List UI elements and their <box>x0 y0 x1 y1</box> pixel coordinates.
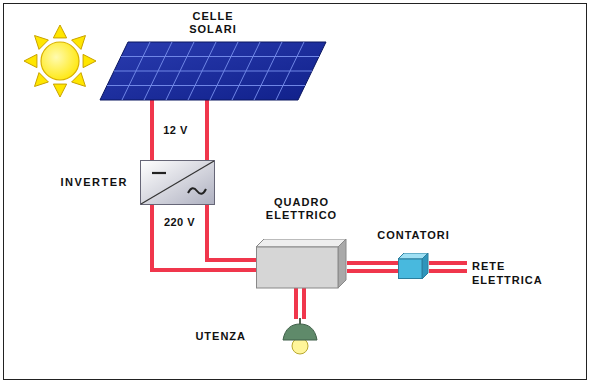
component-label: QUADRO ELETTRICO <box>266 196 337 224</box>
ac-symbol <box>188 188 206 194</box>
wire-conductor <box>152 205 256 270</box>
component-label: CONTATORI <box>377 229 450 243</box>
wire-conductor <box>150 100 154 160</box>
voltage-label: 220 V <box>162 216 197 228</box>
wire-conductor <box>347 269 398 273</box>
cell-line <box>107 85 305 86</box>
solar-panel <box>100 42 326 100</box>
sun-ray <box>24 54 37 67</box>
cell-line <box>114 71 312 72</box>
component-label: UTENZA <box>195 330 246 344</box>
divider-line <box>141 161 214 204</box>
wire-conductor <box>207 205 256 260</box>
component-shape <box>98 41 328 101</box>
inverter-node: INVERTER <box>60 160 215 205</box>
component-shape <box>140 160 215 205</box>
component-label: CELLE SOLARI <box>189 10 237 38</box>
inverter-box <box>141 161 215 205</box>
wire-conductor <box>294 288 298 319</box>
frame <box>4 4 587 380</box>
panel-board-node: QUADRO ELETTRICO <box>256 196 347 290</box>
component-shape <box>256 239 347 289</box>
voltage-label: 12 V <box>161 124 190 136</box>
box-side <box>338 239 346 288</box>
power-wire <box>296 288 304 319</box>
wire-conductor <box>302 288 306 319</box>
lamp-shade <box>283 324 317 340</box>
wire-conductor <box>205 100 209 160</box>
cell-line <box>121 56 319 57</box>
solar-panel-node: CELLE SOLARI <box>98 10 328 102</box>
box-top <box>256 239 346 247</box>
sun-ray <box>53 84 66 97</box>
meter-box <box>399 259 423 279</box>
power-wire <box>347 263 398 271</box>
panel-box <box>257 247 339 288</box>
sun-icon <box>24 25 96 97</box>
power-wire <box>152 100 207 160</box>
dc-symbol <box>152 172 166 174</box>
component-label: RETE ELETTRICA <box>472 260 543 288</box>
grid-node: RETE ELETTRICA <box>472 260 543 288</box>
lamp-stem <box>299 318 301 324</box>
meter-node: CONTATORI <box>377 229 450 280</box>
sun-ray <box>53 25 66 38</box>
sun-disc <box>41 42 79 80</box>
wire-conductor <box>429 269 467 273</box>
load-node: UTENZA <box>195 318 320 356</box>
component-label: INVERTER <box>60 176 128 190</box>
power-wire <box>152 205 256 270</box>
wire-conductor <box>429 261 467 265</box>
component-shape <box>398 253 429 280</box>
component-shape <box>280 318 320 356</box>
sun-ray <box>83 54 96 67</box>
meter-side <box>422 253 428 279</box>
power-wire <box>429 263 467 271</box>
wire-conductor <box>347 261 398 265</box>
